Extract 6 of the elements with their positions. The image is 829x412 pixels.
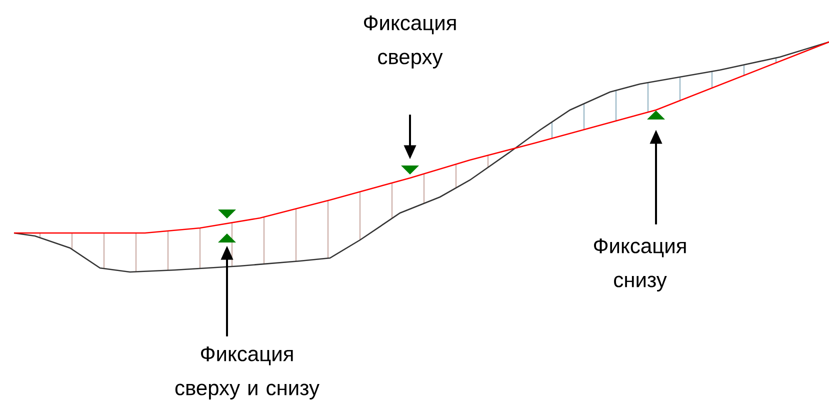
callout-text: Фиксация сверху и снизу — [175, 346, 320, 400]
callout-text: Фиксация снизу — [594, 238, 686, 292]
fixation-marker — [218, 210, 236, 242]
fixation-marker — [647, 110, 665, 120]
callout-text: Фиксация сверху — [364, 16, 456, 68]
fixation-marker — [401, 166, 419, 174]
